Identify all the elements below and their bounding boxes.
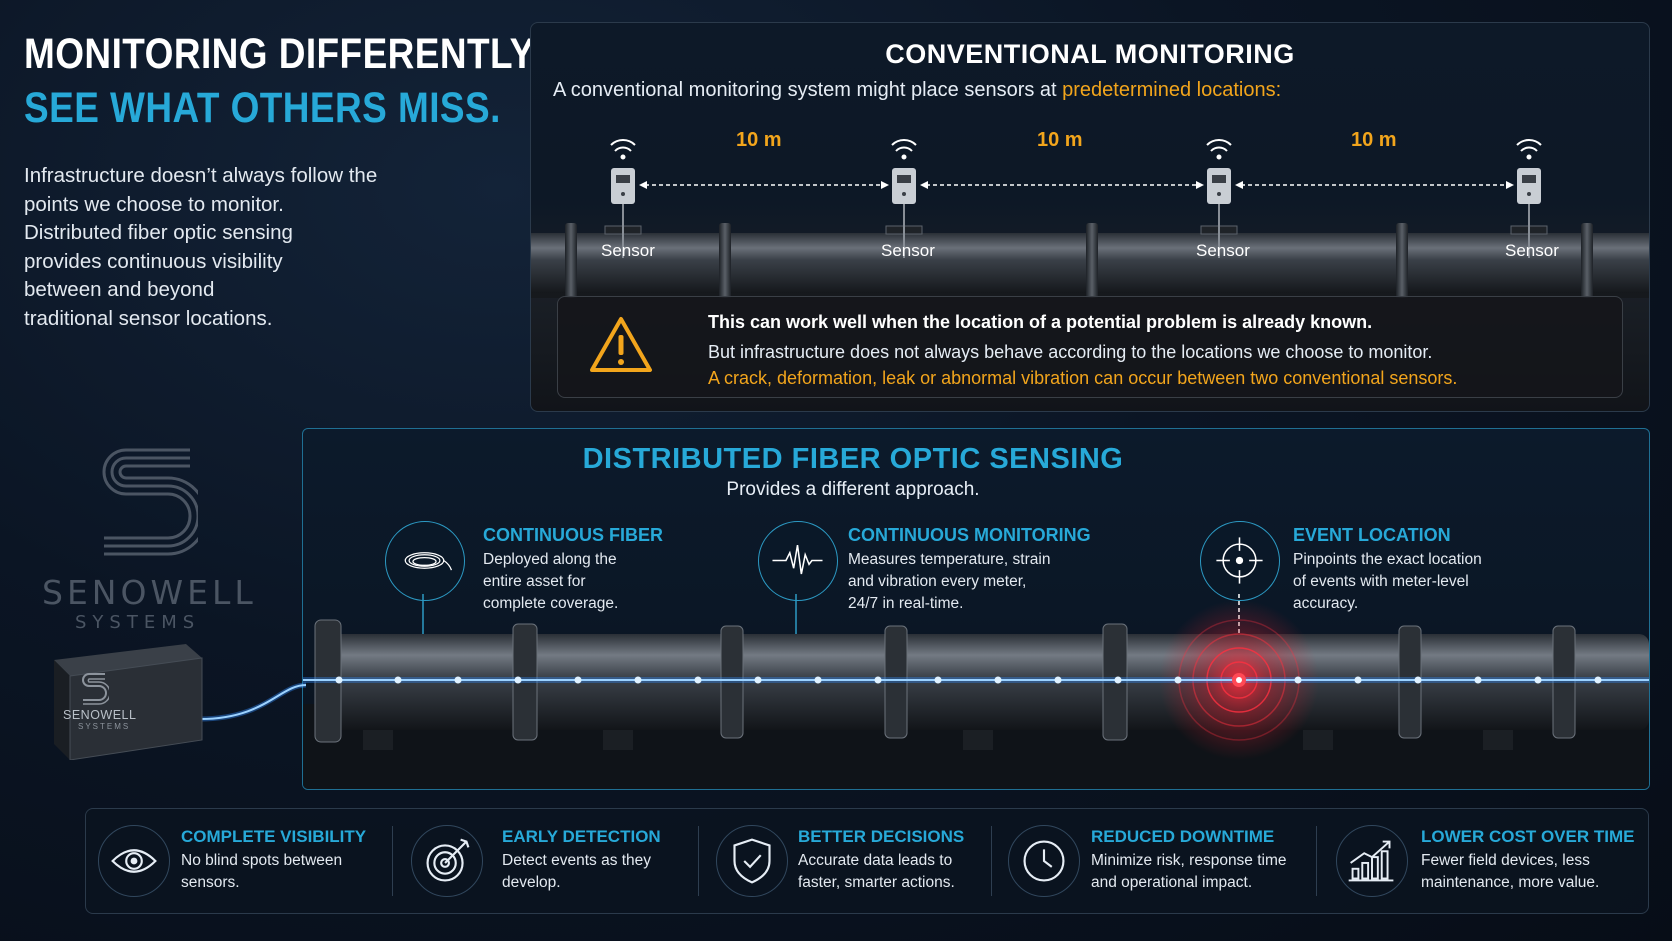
device-name: SENOWELL — [63, 708, 137, 722]
warning-line-3: A crack, deformation, leak or abnormal v… — [708, 368, 1458, 388]
divider — [1316, 826, 1317, 896]
feature-title: CONTINUOUS MONITORING — [848, 525, 1091, 545]
wifi-icons — [610, 139, 1542, 160]
warning-line-1: This can work well when the location of … — [708, 312, 1373, 332]
feature-title: EVENT LOCATION — [1293, 525, 1451, 545]
subtitle-highlight: predetermined locations: — [1062, 79, 1282, 101]
benefit-line: develop. — [502, 874, 561, 891]
sensor-label: Sensor — [1505, 241, 1559, 260]
benefit-line: Minimize risk, response time — [1091, 852, 1287, 869]
divider — [392, 826, 393, 896]
benefit-title: EARLY DETECTION — [502, 827, 661, 846]
divider — [698, 826, 699, 896]
benefit-text: Fewer field devices, less maintenance, m… — [1421, 850, 1599, 894]
conventional-title: CONVENTIONAL MONITORING — [885, 39, 1295, 69]
headline-secondary: SEE WHAT OTHERS MISS. — [24, 84, 501, 132]
sensor-label: Sensor — [881, 241, 935, 260]
feature-line: of events with meter-level — [1293, 573, 1469, 590]
feature-text: Pinpoints the exact location of events w… — [1293, 549, 1482, 615]
subtitle-text: A conventional monitoring system might p… — [553, 79, 1063, 101]
fiber-coil-icon — [385, 521, 465, 601]
senowell-logo-mark — [102, 448, 198, 556]
dfos-subtitle: Provides a different approach. — [726, 479, 980, 500]
benefit-line: Accurate data leads to — [798, 852, 953, 869]
fiber-sensing-points — [335, 676, 1602, 684]
intro-line: points we choose to monitor. — [24, 192, 284, 216]
benefit-title: BETTER DECISIONS — [798, 827, 965, 846]
device-logo-mark — [82, 673, 109, 705]
waveform-icon — [758, 521, 838, 601]
sensor-devices — [611, 168, 1541, 204]
feature-line: and vibration every meter, — [848, 573, 1027, 590]
feature-line: Pinpoints the exact location — [1293, 551, 1482, 568]
eye-icon — [98, 825, 170, 897]
feature-line: Deployed along the — [483, 551, 617, 568]
divider — [991, 826, 992, 896]
benefit-line: and operational impact. — [1091, 874, 1253, 891]
sensor-label: Sensor — [601, 241, 655, 260]
benefit-line: Fewer field devices, less — [1421, 852, 1590, 869]
shield-check-icon — [716, 825, 788, 897]
device-subtitle: SYSTEMS — [78, 722, 131, 731]
warning-line-2: But infrastructure does not always behav… — [708, 342, 1433, 362]
feature-line: Measures temperature, strain — [848, 551, 1051, 568]
clock-icon — [1008, 825, 1080, 897]
dfos-title: DISTRIBUTED FIBER OPTIC SENSING — [582, 443, 1124, 475]
feature-text: Deployed along the entire asset for comp… — [483, 549, 618, 615]
feature-text: Measures temperature, strain and vibrati… — [848, 549, 1050, 615]
dfos-panel: DISTRIBUTED FIBER OPTIC SENSING Provides… — [302, 428, 1650, 790]
headline-primary: MONITORING DIFFERENTLY. — [24, 30, 542, 78]
intro-line: traditional sensor locations. — [24, 306, 273, 330]
benefit-line: No blind spots between — [181, 852, 343, 869]
conventional-pipe-illustration — [531, 139, 1649, 298]
crosshair-icon — [1200, 521, 1280, 601]
target-icon — [411, 825, 483, 897]
benefit-text: Minimize risk, response time and operati… — [1091, 850, 1287, 894]
distance-label: 10 m — [736, 129, 782, 151]
feature-line: complete coverage. — [483, 595, 619, 612]
warning-triangle-icon — [590, 317, 652, 372]
benefit-text: Detect events as they develop. — [502, 850, 651, 894]
sensor-label: Sensor — [1196, 241, 1250, 260]
distance-label: 10 m — [1037, 129, 1083, 151]
logo-subtitle: SYSTEMS — [75, 612, 201, 633]
benefit-title: LOWER COST OVER TIME — [1421, 827, 1635, 846]
feature-line: 24/7 in real-time. — [848, 595, 964, 612]
dfos-pipe-illustration — [303, 594, 1649, 789]
benefit-title: REDUCED DOWNTIME — [1091, 827, 1275, 846]
intro-paragraph: Infrastructure doesn’t always follow the… — [24, 162, 384, 333]
conventional-subtitle: A conventional monitoring system might p… — [553, 79, 1281, 102]
warning-box: This can work well when the location of … — [557, 296, 1623, 398]
benefit-line: Detect events as they — [502, 852, 652, 869]
benefit-text: No blind spots between sensors. — [181, 850, 342, 894]
benefit-line: faster, smarter actions. — [798, 874, 955, 891]
intro-line: Distributed fiber optic sensing — [24, 221, 293, 244]
distance-label: 10 m — [1351, 129, 1397, 151]
feature-line: accuracy. — [1293, 595, 1359, 612]
growth-chart-icon — [1336, 825, 1408, 897]
intro-line: Infrastructure doesn’t always follow the — [24, 164, 378, 187]
benefit-title: COMPLETE VISIBILITY — [181, 827, 367, 846]
benefits-strip: COMPLETE VISIBILITY No blind spots betwe… — [85, 808, 1649, 914]
benefit-line: maintenance, more value. — [1421, 874, 1600, 891]
feature-title: CONTINUOUS FIBER — [483, 525, 663, 545]
intro-line: between and beyond — [24, 278, 215, 301]
benefit-line: sensors. — [181, 874, 240, 891]
conventional-monitoring-panel: CONVENTIONAL MONITORING A conventional m… — [530, 22, 1650, 412]
logo-wordmark: SENOWELL — [42, 573, 257, 612]
benefit-text: Accurate data leads to faster, smarter a… — [798, 850, 955, 894]
intro-line: provides continuous visibility — [24, 249, 283, 273]
feature-line: entire asset for — [483, 573, 586, 590]
